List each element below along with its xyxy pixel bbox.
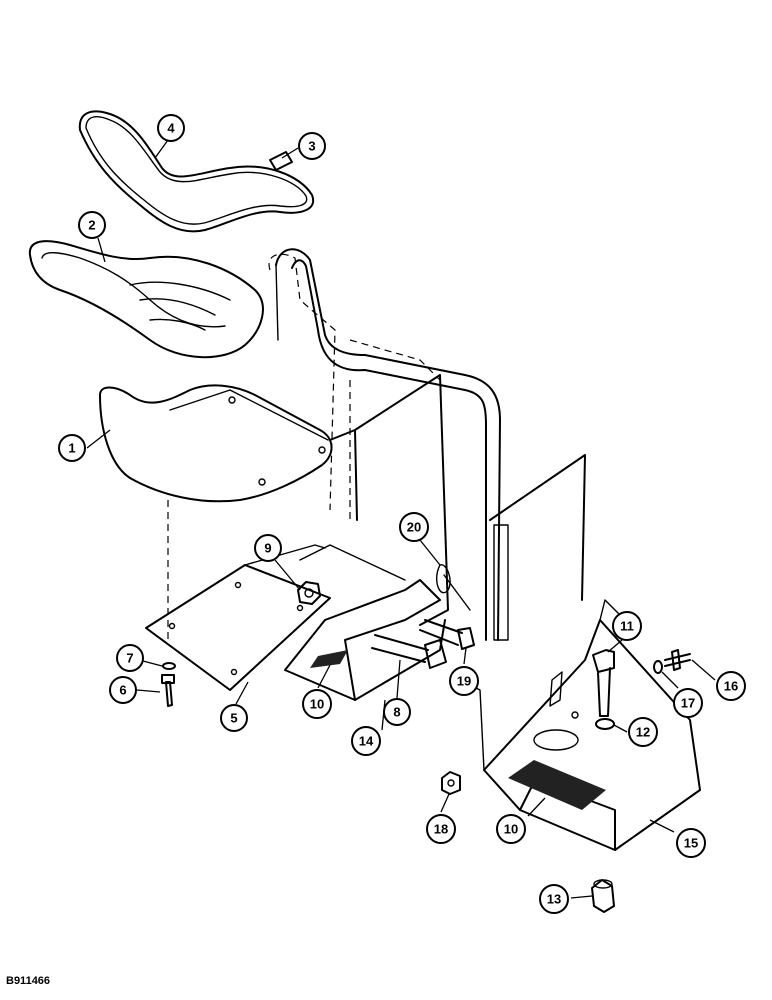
svg-text:18: 18	[434, 822, 448, 837]
callout-7: 7	[116, 644, 144, 672]
callout-17: 17	[673, 688, 703, 718]
seat-pan	[99, 384, 333, 503]
svg-text:20: 20	[407, 520, 421, 535]
callout-19: 19	[449, 666, 479, 696]
leader-lines	[86, 139, 716, 899]
svg-text:12: 12	[636, 725, 650, 740]
svg-text:15: 15	[684, 836, 698, 851]
callout-2: 2	[78, 211, 106, 239]
svg-text:3: 3	[308, 139, 315, 154]
seat-support-outline	[167, 253, 441, 640]
svg-text:4: 4	[167, 121, 175, 136]
svg-text:5: 5	[230, 711, 237, 726]
figure-code: B911466	[6, 975, 51, 987]
grab-handle	[275, 248, 501, 641]
nut-13	[591, 879, 615, 913]
nut-9	[297, 581, 321, 605]
callout-20: 20	[399, 512, 429, 542]
callout-1: 1	[58, 434, 86, 462]
callout-5: 5	[220, 704, 248, 732]
callout-8: 8	[383, 698, 411, 726]
screw-16	[664, 649, 691, 671]
nut-18	[441, 771, 461, 795]
screw-6	[161, 674, 175, 707]
seat-wire-frame	[78, 110, 315, 233]
callout-15: 15	[676, 828, 706, 858]
svg-text:19: 19	[457, 674, 471, 689]
washer-7	[162, 662, 176, 670]
callout-3: 3	[298, 132, 326, 160]
svg-text:8: 8	[393, 705, 400, 720]
svg-text:14: 14	[359, 734, 374, 749]
callout-18: 18	[426, 814, 456, 844]
svg-text:9: 9	[264, 541, 271, 556]
seat-support-side-plates	[329, 374, 586, 641]
callout-10-center: 10	[302, 689, 332, 719]
bolt-19	[419, 619, 475, 650]
callout-6: 6	[109, 676, 137, 704]
svg-text:7: 7	[126, 651, 133, 666]
frame-clip	[269, 151, 293, 171]
callout-11: 11	[612, 611, 642, 641]
svg-text:11: 11	[620, 619, 634, 634]
bolt-11	[592, 649, 615, 717]
lynch-pin	[436, 564, 471, 611]
svg-text:10: 10	[310, 697, 324, 712]
svg-text:2: 2	[88, 218, 95, 233]
washer-17	[653, 660, 663, 674]
callout-4: 4	[157, 114, 185, 142]
svg-text:1: 1	[68, 441, 75, 456]
washer-12	[595, 718, 615, 730]
svg-text:16: 16	[724, 679, 738, 694]
right-step	[459, 599, 701, 851]
svg-text:13: 13	[547, 892, 561, 907]
callouts: 1 2 3 4 5 6 7 8 9 10 10 11 12 13 14 15 1…	[58, 114, 746, 914]
svg-text:10: 10	[504, 822, 518, 837]
center-step-bracket	[284, 544, 446, 701]
bolt-8	[371, 634, 447, 669]
callout-12: 12	[628, 717, 658, 747]
callout-14: 14	[351, 726, 381, 756]
svg-text:6: 6	[119, 683, 126, 698]
callout-13: 13	[539, 884, 569, 914]
callout-9: 9	[254, 534, 282, 562]
seat-cushion	[28, 240, 264, 359]
svg-text:17: 17	[681, 696, 695, 711]
callout-10-right: 10	[496, 814, 526, 844]
callout-16: 16	[716, 671, 746, 701]
